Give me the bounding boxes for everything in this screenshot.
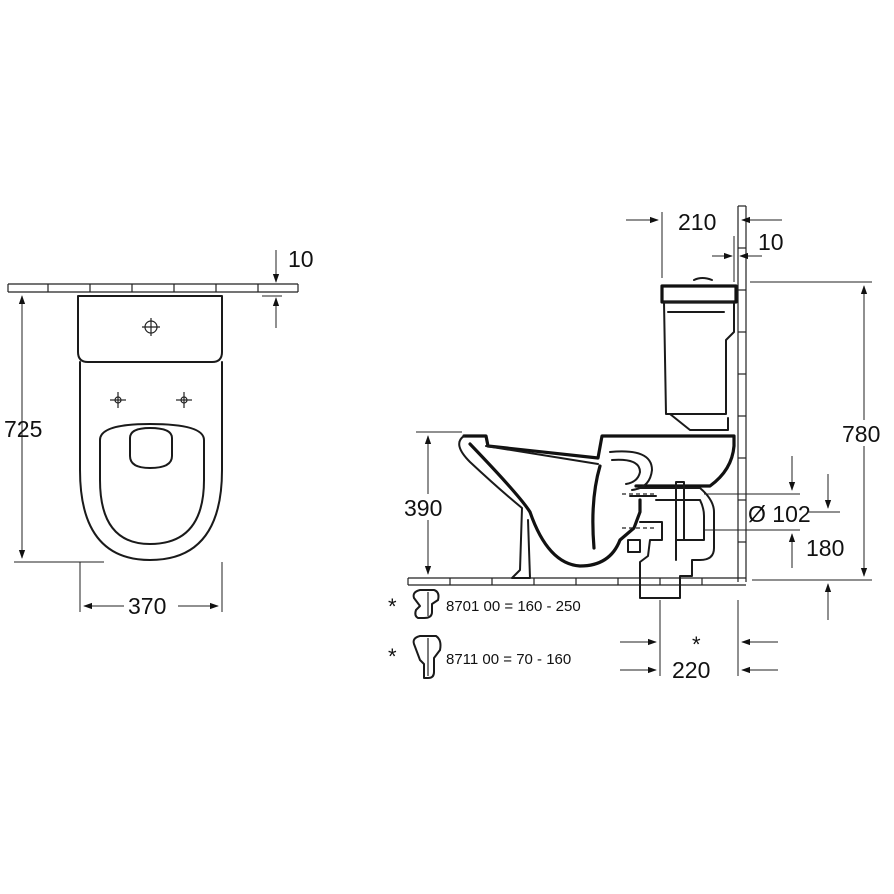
dim-pipe-height: 180 <box>806 474 844 620</box>
dim-total-height-label: 780 <box>842 421 880 447</box>
dim-pipe-diameter-label: Ø 102 <box>748 501 811 527</box>
dim-outlet-distance-label: 220 <box>672 657 710 683</box>
dim-pipe-diameter: Ø 102 <box>704 456 811 568</box>
pipe-connector-long-icon <box>412 589 440 619</box>
dim-outlet-distance: * 220 <box>620 600 778 683</box>
side-wall <box>737 205 747 582</box>
dim-plan-gap-label: 10 <box>288 246 314 272</box>
plan-cistern <box>77 295 223 363</box>
hinge-mark-left-icon <box>110 392 126 408</box>
note-text: 8711 00 = 70 - 160 <box>446 651 571 668</box>
dim-pipe-height-label: 180 <box>806 535 844 561</box>
side-floor <box>407 577 746 586</box>
dim-tank-depth: 210 <box>626 209 782 278</box>
dim-side-gap-label: 10 <box>758 229 784 255</box>
note-item: * 8711 00 = 70 - 160 <box>388 635 571 679</box>
flush-button-icon <box>142 318 160 336</box>
plan-wall <box>7 283 299 293</box>
notes: * 8701 00 = 160 - 250 * 8711 00 = 70 - 1… <box>388 589 581 679</box>
side-view: 210 10 780 390 Ø 1 <box>402 205 890 683</box>
dim-plan-gap: 10 <box>262 246 314 328</box>
dim-total-height: 780 <box>750 281 890 581</box>
dim-seat-height: 390 <box>402 431 462 575</box>
dim-plan-length: 725 <box>4 291 104 563</box>
plan-view: 725 370 10 <box>4 246 314 619</box>
side-bowl <box>458 434 736 579</box>
note-star: * <box>388 644 397 669</box>
dim-plan-width-label: 370 <box>128 593 166 619</box>
plan-seat-lid <box>129 427 173 469</box>
hinge-mark-right-icon <box>176 392 192 408</box>
dim-tank-depth-label: 210 <box>678 209 716 235</box>
note-star: * <box>388 594 397 619</box>
dim-seat-height-label: 390 <box>404 495 442 521</box>
side-cistern <box>660 277 738 431</box>
note-item: * 8701 00 = 160 - 250 <box>388 589 581 619</box>
dim-plan-length-label: 725 <box>4 416 42 442</box>
dim-side-gap: 10 <box>712 229 784 282</box>
plan-seat-opening <box>99 423 205 545</box>
note-text: 8701 00 = 160 - 250 <box>446 598 581 615</box>
drain-pipe <box>622 481 715 599</box>
outlet-star: * <box>692 632 701 657</box>
plan-bowl <box>79 361 223 561</box>
dim-plan-width: 370 <box>79 562 223 619</box>
pipe-connector-short-icon <box>412 635 442 679</box>
